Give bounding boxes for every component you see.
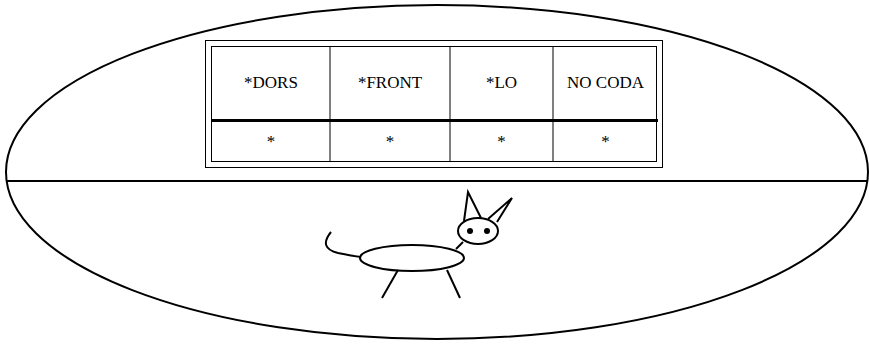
- violation-mark: *: [497, 132, 506, 152]
- cat-eye: [467, 228, 473, 234]
- cat-ear: [464, 192, 481, 221]
- violation-mark: *: [601, 132, 610, 152]
- cat-leg: [447, 270, 460, 298]
- tableau-cell: *: [553, 122, 658, 161]
- column-rule: [450, 47, 451, 161]
- cat-head: [458, 218, 498, 244]
- tableau-lines: [212, 47, 658, 161]
- column-rule: [330, 47, 331, 161]
- tableau-header-cell: *FRONT: [330, 47, 450, 119]
- constraint-name: *FRONT: [358, 73, 422, 93]
- tableau-cell: *: [450, 122, 553, 161]
- cat-leg: [382, 270, 398, 298]
- cat-figure: [326, 192, 512, 298]
- tableau-header-cell: *DORS: [212, 47, 330, 119]
- tableau-grid: *DORS *FRONT *LO NO CODA * * * *: [211, 46, 657, 162]
- column-rule: [553, 47, 554, 161]
- tableau-cell: *: [330, 122, 450, 161]
- tableau-header-cell: *LO: [450, 47, 553, 119]
- header-rule: [212, 119, 658, 122]
- tableau-cell: *: [212, 122, 330, 161]
- cat-eye: [484, 228, 490, 234]
- violation-mark: *: [386, 132, 395, 152]
- constraint-name: *LO: [486, 73, 517, 93]
- cat-ear: [488, 198, 512, 222]
- cat-neck: [456, 242, 463, 249]
- cat-tail: [326, 232, 361, 257]
- constraint-name: NO CODA: [567, 73, 644, 93]
- cat-body: [360, 245, 464, 271]
- constraint-name: *DORS: [244, 73, 298, 93]
- divider-line: [7, 180, 867, 182]
- tableau-border: *DORS *FRONT *LO NO CODA * * * *: [205, 40, 663, 168]
- tableau-header-cell: NO CODA: [553, 47, 658, 119]
- violation-mark: *: [267, 132, 276, 152]
- outer-ellipse: [6, 5, 868, 339]
